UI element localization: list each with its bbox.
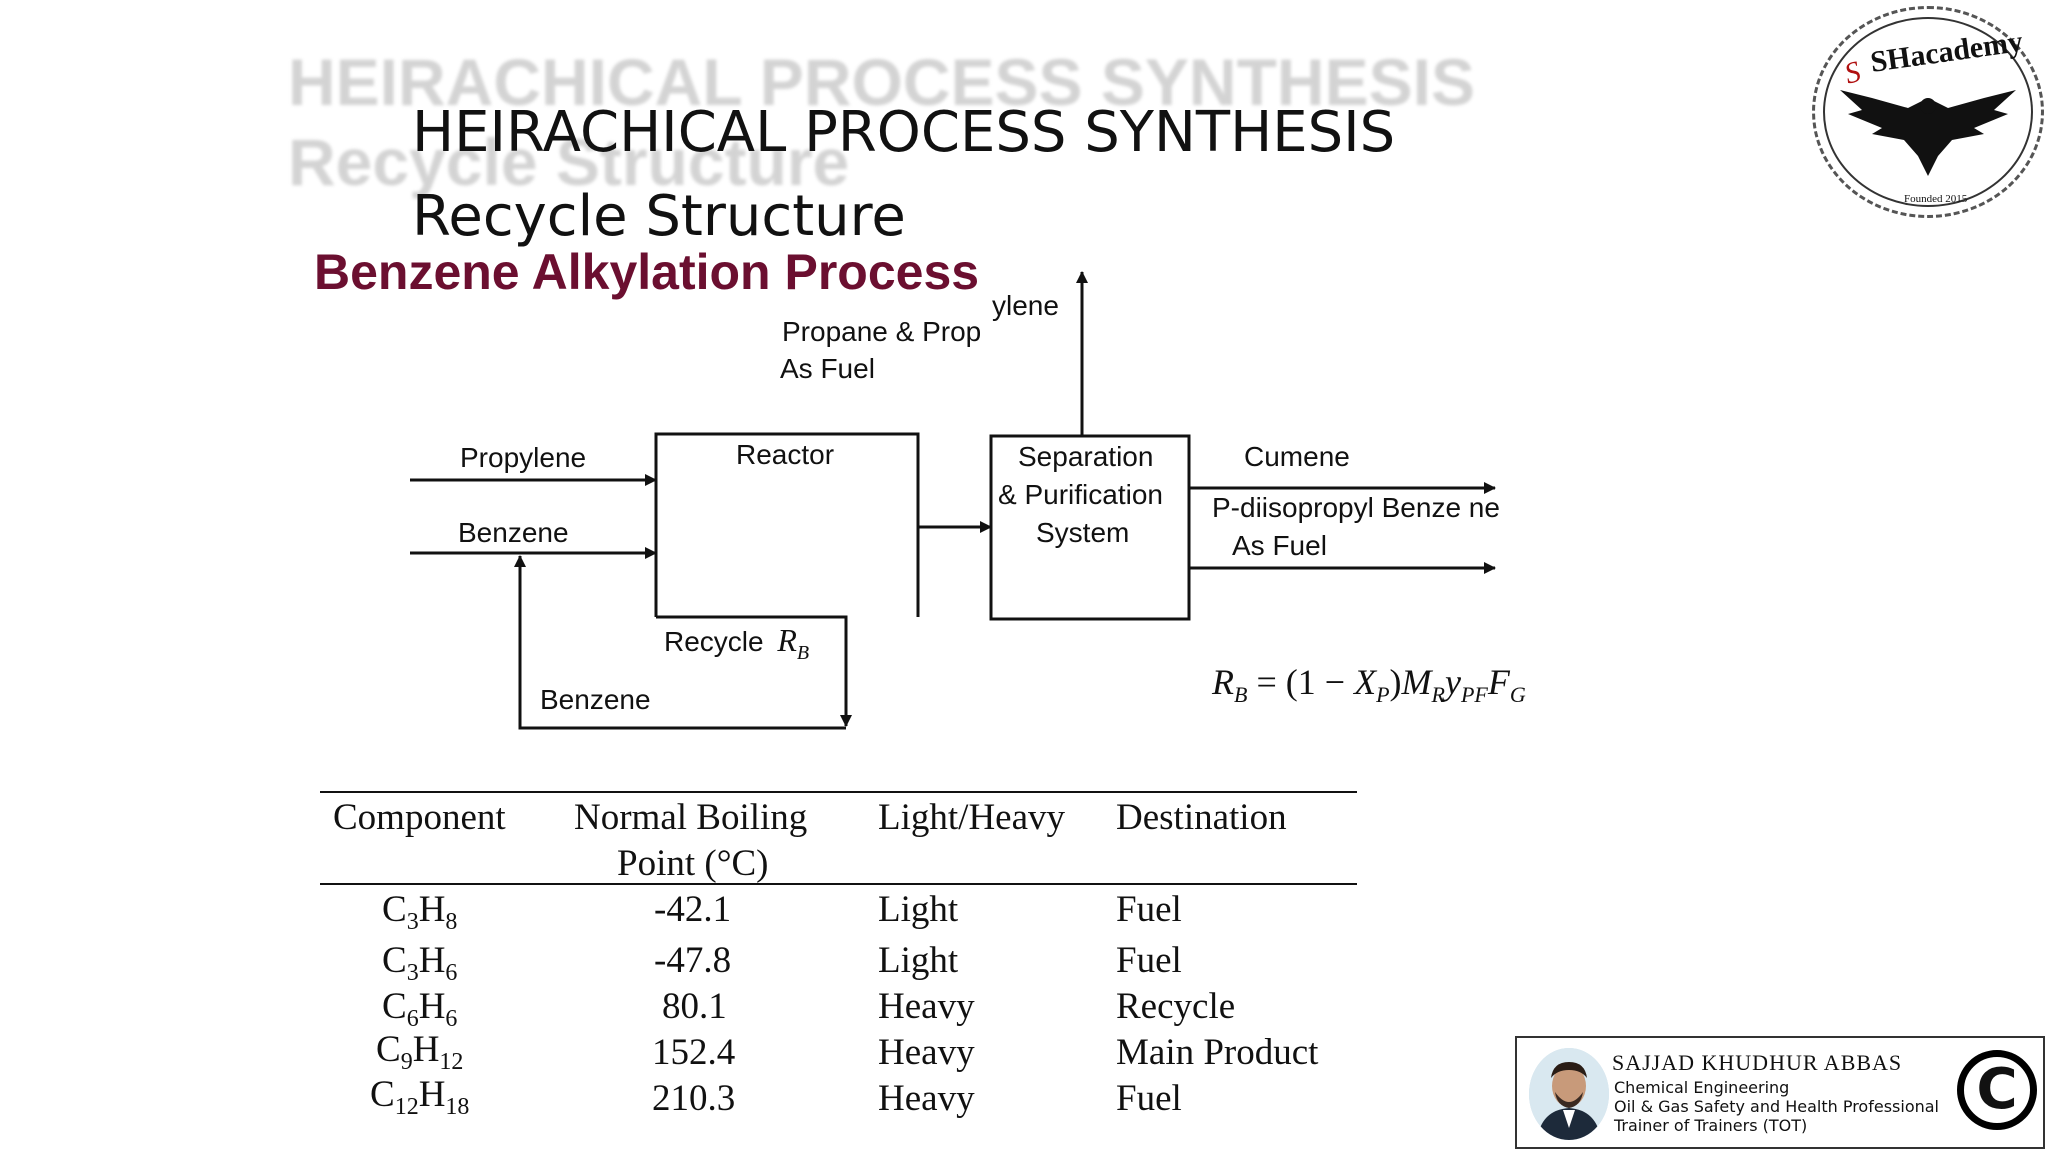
separator-label-1: Separation <box>1018 441 1153 472</box>
presenter-line-2: Oil & Gas Safety and Health Professional <box>1614 1097 1939 1116</box>
bp-cell: 152.4 <box>652 1032 736 1073</box>
bp-cell: -42.1 <box>654 889 732 930</box>
bp-cell: -47.8 <box>654 940 732 981</box>
top-stream-label-a: Propane & Prop <box>782 316 981 347</box>
table-top-rule <box>320 791 1357 793</box>
lh-cell: Light <box>878 889 959 930</box>
recycle-label: Recycle RB <box>664 622 809 664</box>
process-name: Benzene Alkylation Process <box>314 244 980 300</box>
reactor-label: Reactor <box>736 439 834 470</box>
person-icon <box>1529 1048 1609 1140</box>
header-light-heavy: Light/Heavy <box>878 797 1066 838</box>
recycle-loop-line <box>514 555 846 730</box>
presenter-card: SAJJAD KHUDHUR ABBAS Chemical Engineerin… <box>1515 1036 2045 1149</box>
shacademy-logo: S SHacademy Founded 2015 <box>1812 6 2044 218</box>
table-row: C3H8 <box>382 889 458 935</box>
lh-cell: Light <box>878 940 959 981</box>
top-stream-label-b: ylene <box>992 290 1059 321</box>
presenter-line-3: Trainer of Trainers (TOT) <box>1614 1116 1808 1135</box>
separator-label-2: & Purification <box>998 479 1163 510</box>
presenter-line-1: Chemical Engineering <box>1614 1078 1790 1097</box>
lh-cell: Heavy <box>878 986 975 1027</box>
header-destination: Destination <box>1116 797 1287 838</box>
logo-brand: SHacademy <box>1868 25 2024 79</box>
table-row: C9H12 <box>376 1029 464 1075</box>
header-component: Component <box>333 797 506 838</box>
cumene-label: Cumene <box>1244 441 1350 472</box>
recycle-benzene-label: Benzene <box>540 684 651 715</box>
presenter-name: SAJJAD KHUDHUR ABBAS <box>1612 1050 1903 1075</box>
header-boiling-1: Normal Boiling <box>574 797 808 838</box>
reactor-bottom <box>656 615 852 727</box>
slide-title: HEIRACHICAL PROCESS SYNTHESIS <box>412 100 1396 165</box>
lh-cell: Heavy <box>878 1032 975 1073</box>
copyright-icon: C <box>1957 1050 2037 1130</box>
header-boiling-2: Point (°C) <box>617 843 769 884</box>
bp-cell: 210.3 <box>652 1078 736 1119</box>
table-row: C12H18 <box>370 1074 470 1120</box>
byproduct-label-1: P-diisopropyl Benze ne <box>1212 492 1500 523</box>
recycle-equation: RB = (1 − XP)MRyPFFG <box>1211 662 1526 707</box>
table-row: C3H6 <box>382 940 458 986</box>
ghost-subtitle: Recycle Structure <box>288 125 850 199</box>
separator-box <box>989 434 1191 621</box>
propylene-label: Propylene <box>460 442 586 473</box>
eagle-icon: S SHacademy Founded 2015 <box>1840 25 2025 205</box>
benzene-feed-label: Benzene <box>458 517 569 548</box>
top-stream-label-c: As Fuel <box>780 353 875 384</box>
logo-founded: Founded 2015 <box>1904 193 1968 205</box>
dest-cell: Fuel <box>1116 889 1182 930</box>
table-row: C6H6 <box>382 986 458 1032</box>
logo-brand-s: S <box>1841 55 1865 91</box>
lh-cell: Heavy <box>878 1078 975 1119</box>
ghost-title: HEIRACHICAL PROCESS SYNTHESIS <box>288 45 1475 119</box>
dest-cell: Fuel <box>1116 940 1182 981</box>
svg-text:RB = (1 − XP)MRyPFFG: RB = (1 − XP)MRyPFFG <box>1211 662 1526 707</box>
bp-cell: 80.1 <box>662 986 727 1027</box>
dest-cell: Fuel <box>1116 1078 1182 1119</box>
separator-label-3: System <box>1036 517 1129 548</box>
byproduct-label-2: As Fuel <box>1232 530 1327 561</box>
dest-cell: Main Product <box>1116 1032 1319 1073</box>
dest-cell: Recycle <box>1116 986 1236 1027</box>
slide-subtitle: Recycle Structure <box>412 184 906 249</box>
table-header-rule <box>320 883 1357 885</box>
presenter-avatar <box>1529 1048 1609 1140</box>
